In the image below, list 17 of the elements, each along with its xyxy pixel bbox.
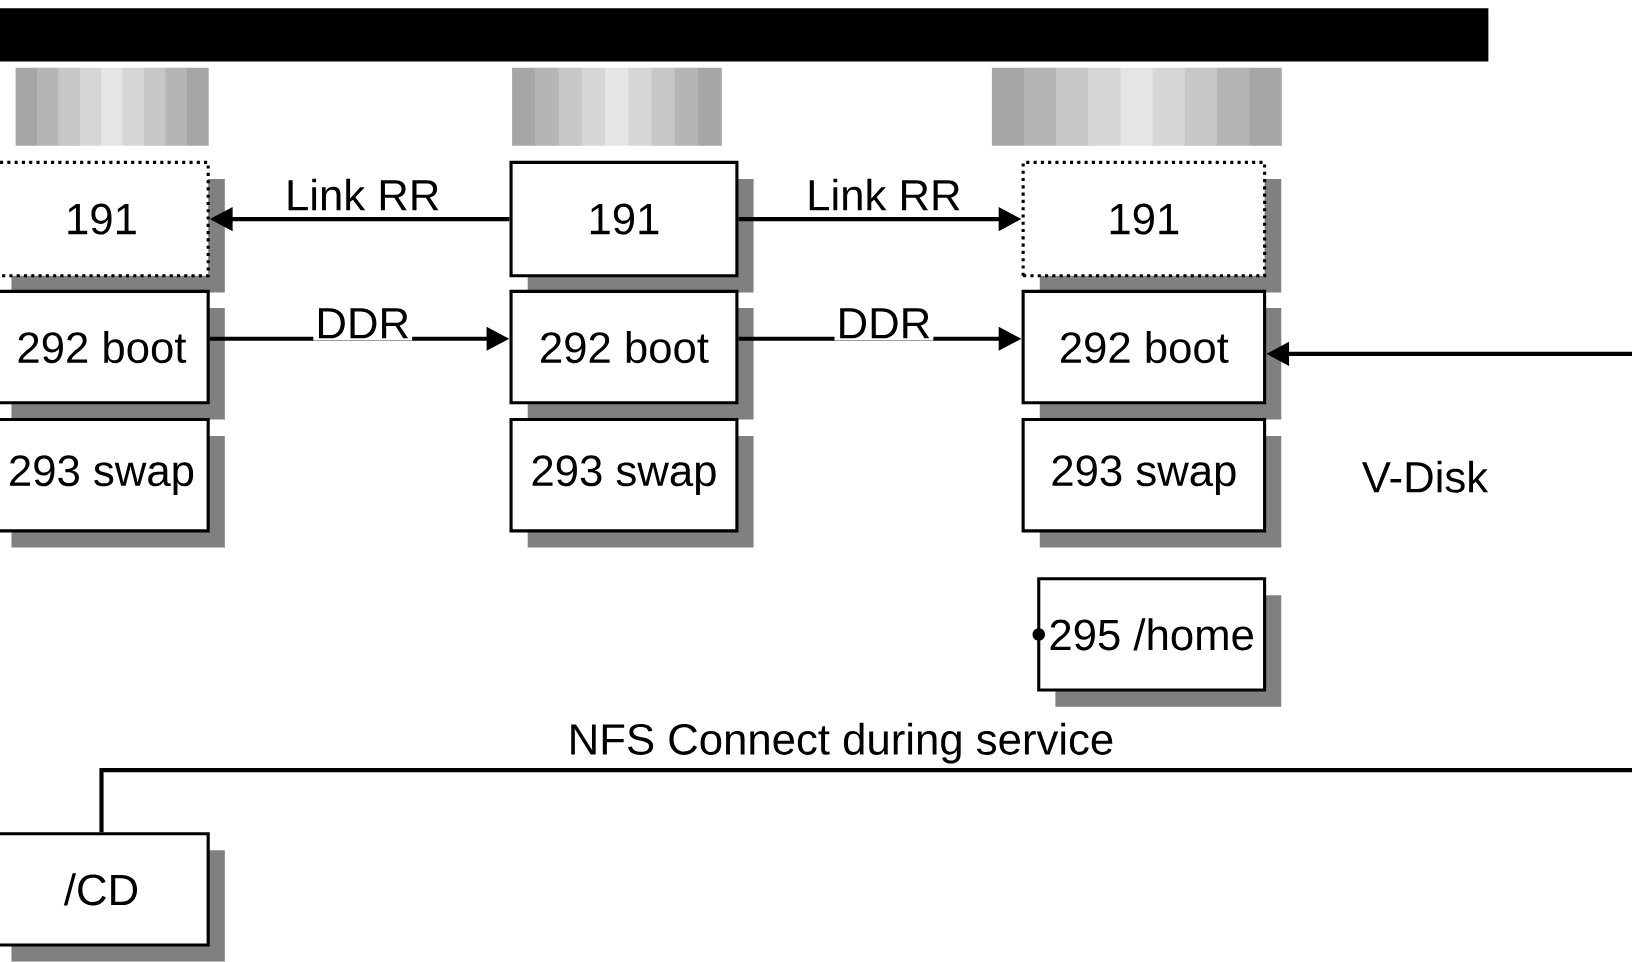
disk-box: 292 boot xyxy=(1021,290,1282,420)
disk-box: 293 swap xyxy=(1021,418,1282,548)
disk-box: 293 swap xyxy=(0,418,225,548)
edge-label: Link RR xyxy=(809,178,960,211)
disk-box: 292 boot xyxy=(0,290,225,420)
disk-label: V-Disk xyxy=(1362,460,1489,493)
edge-label: NFS Connect during service xyxy=(571,722,1113,764)
disk-box: 191 xyxy=(1021,160,1282,293)
edge-label: DDR xyxy=(840,308,930,339)
disk-box: 292 boot xyxy=(509,290,754,420)
edge-label: Link RR xyxy=(288,178,439,211)
disk-box: /CD xyxy=(0,832,225,962)
disk-box: 293 swap xyxy=(509,418,754,548)
disk-box: 295 /home xyxy=(1032,577,1282,707)
disk-box: 191 xyxy=(0,160,225,293)
edge-label: DDR xyxy=(318,308,409,339)
disk-box: 191 xyxy=(509,160,754,293)
